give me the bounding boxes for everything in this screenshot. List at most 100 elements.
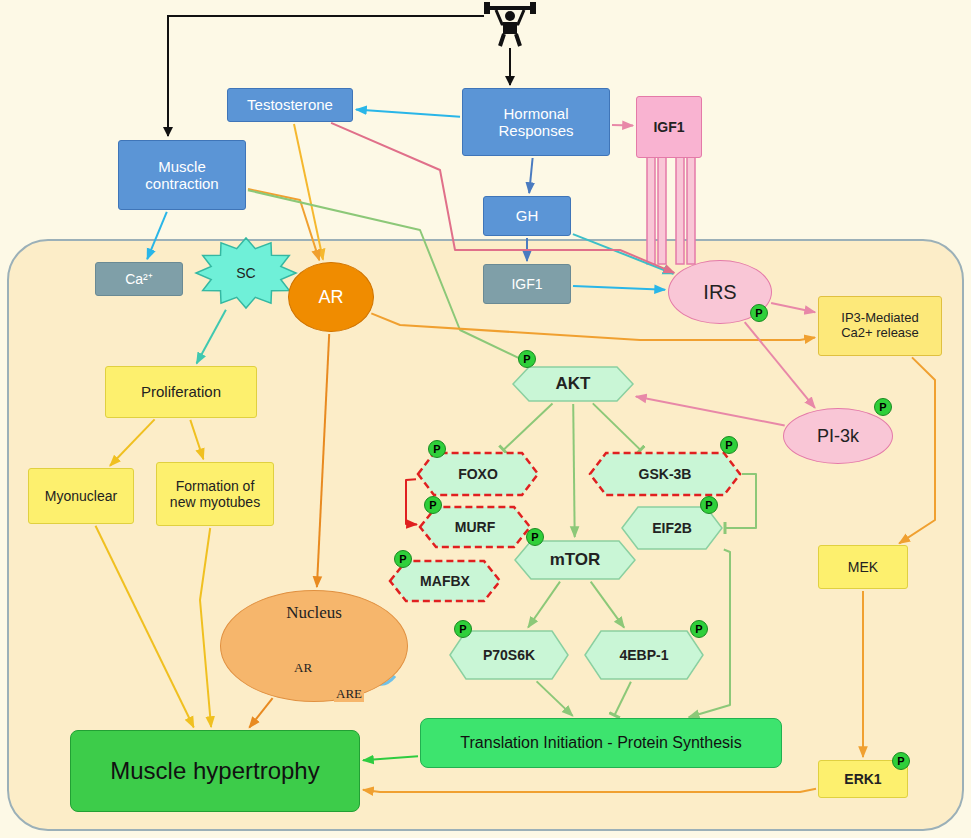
node-text-block: EIF2B <box>652 520 692 536</box>
phosphate-badge: P <box>874 398 892 416</box>
phosphate-badge: P <box>454 620 472 638</box>
cell-membrane <box>8 240 963 830</box>
arrow-connector <box>529 158 532 193</box>
phosphate-badge: P <box>700 496 718 514</box>
arrow-connector <box>317 334 329 587</box>
arrow-connector <box>294 124 323 260</box>
arrow-connector <box>537 681 573 716</box>
ellipse-node: AR <box>288 262 374 332</box>
node-text-block: Translation Initiation - Protein Synthes… <box>460 734 741 752</box>
node-label: Ca²⁺ <box>125 271 153 287</box>
node-text-block: IRS <box>703 281 736 304</box>
exercise-line <box>509 48 511 85</box>
arrow-connector <box>197 310 226 364</box>
arrow-connector <box>110 419 155 465</box>
node-label: Nucleus <box>286 603 342 623</box>
satellite-cell-star: SC <box>196 238 296 308</box>
node-label: Testosterone <box>247 96 333 113</box>
node-text-block: Muscle contraction <box>127 158 237 193</box>
dna-label: ARE <box>334 686 364 702</box>
node-text-block: MURF <box>455 519 495 535</box>
phosphate-badge: P <box>424 496 442 514</box>
protein-hexagon: 4EBP-1 <box>585 630 703 680</box>
ellipse-node: PI-3k <box>783 408 893 464</box>
node-label: ERK1 <box>844 771 881 787</box>
arrow-connector <box>899 357 935 543</box>
node-text-block: Testosterone <box>247 96 333 113</box>
node-label: MEK <box>848 559 878 575</box>
node-text-block: MEK <box>848 559 878 575</box>
phosphate-badge: P <box>720 436 738 454</box>
arrow-connector <box>573 234 674 274</box>
inhibition-connector <box>593 403 641 450</box>
node-label: EIF2B <box>652 520 692 536</box>
node-label: Translation Initiation - Protein Synthes… <box>460 734 741 752</box>
node-text-block: IP3-Mediated Ca2+ release <box>827 311 933 341</box>
node-text-block: AR <box>318 287 343 308</box>
phosphate-badge: P <box>690 620 708 638</box>
node-text-block: 4EBP-1 <box>619 647 668 663</box>
inhibited-protein-hexagon: GSK-3B <box>590 452 740 496</box>
inhibition-connector <box>615 682 631 716</box>
node-text-block: Hormonal Responses <box>471 105 601 140</box>
node-text-block: Muscle hypertrophy <box>110 757 319 785</box>
arrow-connector <box>771 303 815 312</box>
phosphate-badge: P <box>892 752 910 770</box>
arrow-connector <box>745 322 815 408</box>
node-text-block: IGF1 <box>511 276 542 292</box>
igf1-receptor <box>647 156 695 264</box>
node-label: Hormonal Responses <box>471 105 601 140</box>
node-text-block: GSK-3B <box>639 466 692 482</box>
arrow-connector <box>573 404 575 537</box>
protein-hexagon: AKT <box>513 366 633 402</box>
process-box: IP3-Mediated Ca2+ release <box>818 296 942 356</box>
node-label: GSK-3B <box>639 466 692 482</box>
node-text-block: AKT <box>556 374 591 394</box>
node-text-block: FOXO <box>458 466 498 482</box>
phosphate-badge: P <box>518 350 536 368</box>
arrow-connector <box>612 124 633 127</box>
node-label: MAFBX <box>420 573 470 589</box>
process-box: Muscle hypertrophy <box>70 730 360 812</box>
node-label: IP3-Mediated Ca2+ release <box>827 311 933 341</box>
node-text-block: SC <box>236 265 255 281</box>
phosphate-badge: P <box>428 440 446 458</box>
node-text-block: ERK1 <box>844 771 881 787</box>
node-text-block: Formation of new myotubes <box>165 478 265 510</box>
node-label: 4EBP-1 <box>619 647 668 663</box>
arrow-connector <box>363 789 816 792</box>
arrow-connector <box>862 591 864 757</box>
arrow-connector <box>363 756 418 760</box>
phosphate-badge: P <box>394 550 412 568</box>
node-text-block: Myonuclear <box>45 488 117 504</box>
process-box: IGF1 <box>636 96 702 158</box>
node-text-block: Ca²⁺ <box>125 271 153 287</box>
process-box: IGF1 <box>483 264 571 304</box>
node-label: P70S6K <box>483 647 535 663</box>
node-text-block: GH <box>516 207 539 224</box>
process-box: Muscle contraction <box>118 140 246 210</box>
arrow-connector <box>200 528 211 727</box>
node-label: PI-3k <box>817 426 859 447</box>
arrow-connector <box>249 698 272 727</box>
node-label: Muscle hypertrophy <box>110 757 319 785</box>
node-label: Proliferation <box>141 383 221 400</box>
node-text-block: MAFBX <box>420 573 470 589</box>
arrow-connector <box>147 212 167 259</box>
arrow-connector <box>636 396 785 425</box>
arrow-connector <box>190 420 203 459</box>
node-text-block: mTOR <box>550 550 601 570</box>
node-label: AR <box>318 287 343 308</box>
node-label: Muscle contraction <box>127 158 237 193</box>
exercise-line <box>168 16 484 136</box>
node-label: GH <box>516 207 539 224</box>
arrow-connector <box>591 582 624 628</box>
inhibition-connector <box>503 403 552 450</box>
arrow-connector <box>689 550 730 718</box>
node-text-block: P70S6K <box>483 647 535 663</box>
node-label: mTOR <box>550 550 601 570</box>
arrow-connector <box>528 582 560 628</box>
arrow-connector <box>356 110 460 117</box>
node-text-block: PI-3k <box>817 426 859 447</box>
